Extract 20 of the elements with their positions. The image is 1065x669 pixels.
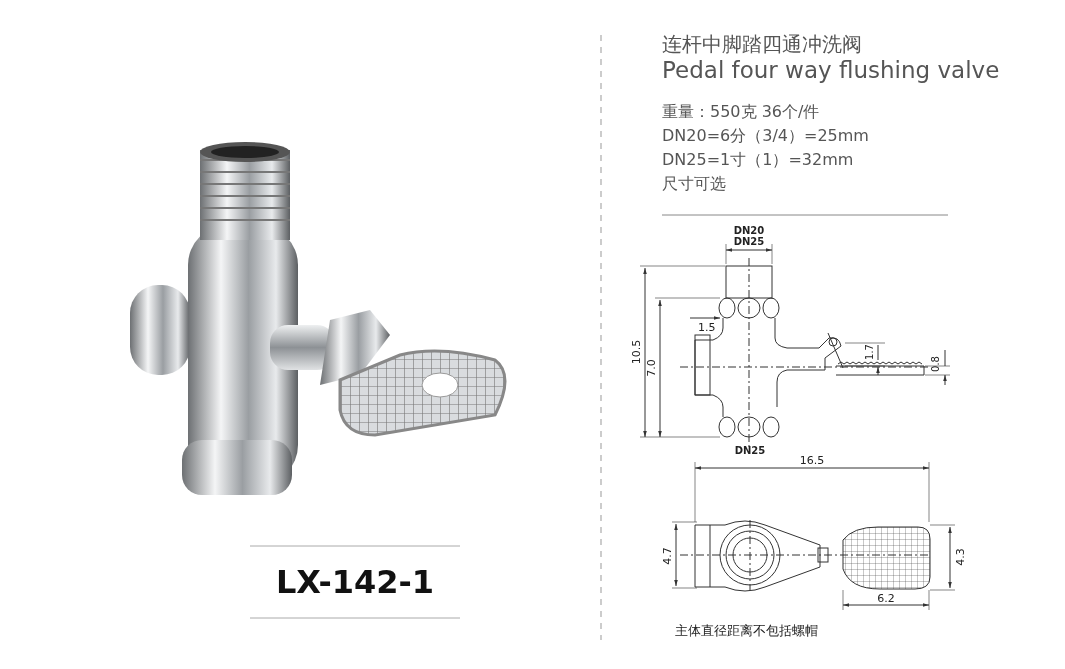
spec-text: 尺寸可选 (662, 176, 726, 192)
subtitle: Pedal four way flushing valve (662, 59, 1000, 82)
dimension-label: 1.7 (865, 344, 875, 360)
dimension-label: DN25 (733, 237, 765, 247)
dimension-label: 0.8 (931, 356, 941, 372)
dimension-label: DN25 (734, 446, 766, 456)
dimension-label: 4.7 (661, 547, 673, 565)
dimension-label: 4.3 (954, 548, 966, 566)
spec-text: DN25=1寸（1）=32mm (662, 152, 854, 168)
model-number: LX-142-1 (275, 566, 435, 598)
title: 连杆中脚踏四通冲洗阀 (662, 34, 862, 54)
dimension-label: 16.5 (799, 455, 825, 466)
dimension-label: DN20 (733, 226, 765, 236)
dimension-label: 1.5 (698, 322, 716, 333)
dimension-label: 7.0 (645, 359, 657, 377)
dimension-label: 10.5 (630, 339, 642, 365)
dimension-label: 6.2 (877, 593, 895, 604)
spec-text: 重量：550克 36个/件 (662, 104, 820, 120)
spec-text: DN20=6分（3/4）=25mm (662, 128, 869, 144)
note-text: 主体直径距离不包括螺帽 (675, 624, 818, 637)
